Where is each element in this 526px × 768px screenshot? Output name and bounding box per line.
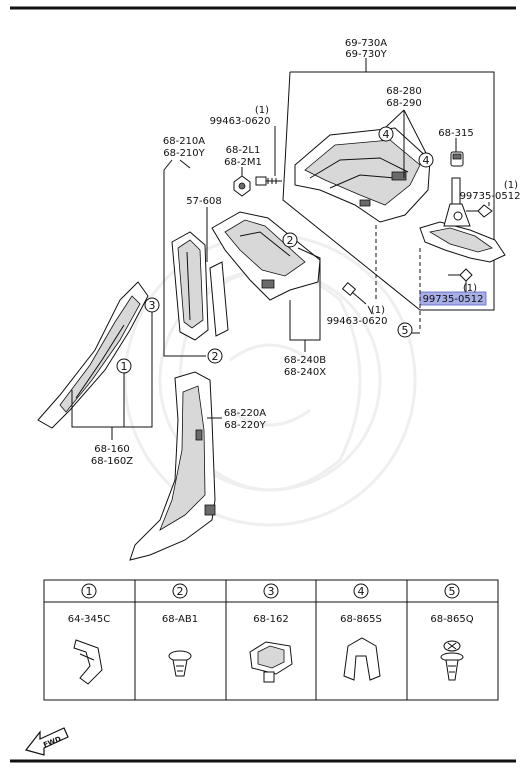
svg-text:2: 2 [287,234,294,247]
label-69-730a: 69-730A [345,38,387,49]
push-clip-icon-68-ab1 [168,650,192,677]
marker-2-b: 2 [282,232,298,248]
screw-99463-top [255,176,282,186]
label-99735-a: 99735-0512 [460,191,521,202]
assembly-frame [282,71,495,311]
label-68-290: 68-290 [386,98,421,109]
leader-68-280-a [385,109,405,128]
belt-guide-bracket [419,177,506,263]
label-99735-b-qty: (1) [463,283,477,294]
table-col-3-num: 3 [268,585,275,598]
nut-68-2l1 [233,175,251,197]
b-pillar-lower-trim [129,371,216,561]
label-99735-a-qty: (1) [504,180,518,191]
label-68-210a: 68-210A [163,136,205,147]
screw-99463-bottom [341,282,367,305]
bracket-68-240 [289,247,321,341]
svg-text:4: 4 [383,128,390,141]
marker-4-a: 4 [378,126,394,142]
table-col-4-part: 68-865S [340,614,382,625]
table-col-3-part: 68-162 [253,614,288,625]
label-57-608: 57-608 [186,196,221,207]
label-68-220y: 68-220Y [224,420,266,431]
clip-icon-64-345c [73,639,103,685]
label-68-315: 68-315 [438,128,473,139]
label-99735-b: 99735-0512 [423,294,484,305]
table-col-2-part: 68-AB1 [162,614,198,625]
svg-text:2: 2 [212,350,219,363]
table-col-4-num: 4 [358,585,365,598]
marker-4-b: 4 [418,152,434,168]
label-69-730y: 69-730Y [345,49,387,60]
roof-rail-trim [294,127,431,223]
svg-text:4: 4 [423,154,430,167]
marker-2-a: 2 [207,348,223,364]
svg-text:1: 1 [121,360,128,373]
clip-icon-68-865s [343,637,381,681]
label-68-240b: 68-240B [284,355,326,366]
label-68-220a: 68-220A [224,408,266,419]
screw-99735-b [448,268,473,282]
leader-99463-bottom [367,305,373,315]
marker-3: 3 [144,297,160,313]
label-68-240x: 68-240X [284,367,326,378]
label-68-210y: 68-210Y [163,148,205,159]
clip-icon-68-162 [249,641,293,683]
strip-57-608 [209,261,229,337]
screw-99735-a [466,204,493,218]
label-99463-bottom: 99463-0620 [327,316,388,327]
pillar-trim-68-210 [171,231,209,341]
label-68-160z: 68-160Z [91,456,133,467]
marker-5: 5 [397,322,413,338]
label-68-2l1: 68-2L1 [226,145,261,156]
fwd-arrow-icon: FWD [24,727,69,756]
table-col-1-num: 1 [86,585,93,598]
label-68-2m1: 68-2M1 [224,157,262,168]
table-col-5-part: 68-865Q [430,614,473,625]
a-pillar-trim [37,281,149,429]
label-68-280: 68-280 [386,86,421,97]
label-99463-bottom-qty: (1) [371,305,385,316]
table-col-5-num: 5 [449,585,456,598]
svg-text:3: 3 [149,299,156,312]
label-99463-top: 99463-0620 [210,116,271,127]
label-99463-top-qty: (1) [255,105,269,116]
b-pillar-upper-trim [211,211,321,301]
clip-68-315 [450,151,464,167]
leader-68-210-b [179,159,191,169]
table-col-1-part: 64-345C [68,614,110,625]
label-68-160: 68-160 [94,444,129,455]
marker-1-a: 1 [116,358,132,374]
fastener-legend-table: 1 64-345C 2 68-AB1 3 68-162 4 68-865S [43,579,499,701]
leader-68-280-c [403,109,427,154]
bracket-68-210 [163,159,206,357]
table-col-2-num: 2 [177,585,184,598]
screw-clip-icon-68-865q [440,640,464,681]
svg-text:5: 5 [402,324,409,337]
